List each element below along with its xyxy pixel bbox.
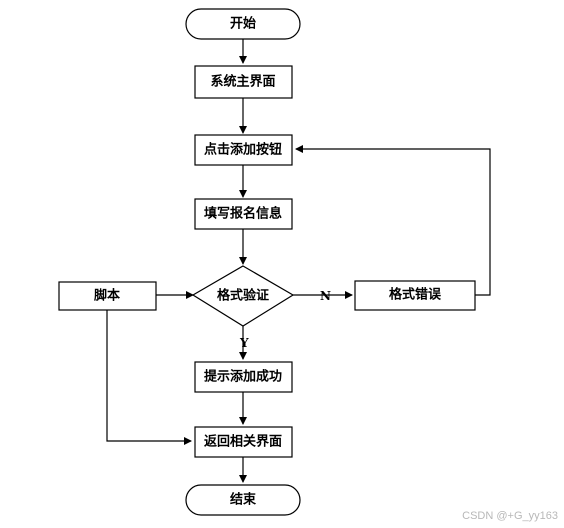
node-format-error-label: 格式错误 xyxy=(389,287,442,303)
node-click-add: 点击添加按钮 xyxy=(194,134,293,166)
edge-label-no: N xyxy=(320,289,331,303)
node-return-ui-label: 返回相关界面 xyxy=(204,434,282,450)
node-script-label: 脚本 xyxy=(94,288,120,304)
node-success: 提示添加成功 xyxy=(194,361,293,393)
node-main-ui-label: 系统主界面 xyxy=(210,74,275,90)
edge-error-loop-back xyxy=(295,145,491,296)
node-fill-info: 填写报名信息 xyxy=(194,198,293,230)
edge-label-yes: Y xyxy=(239,336,249,350)
node-success-label: 提示添加成功 xyxy=(204,369,282,385)
node-click-add-label: 点击添加按钮 xyxy=(204,142,282,158)
node-return-ui: 返回相关界面 xyxy=(194,426,293,458)
node-end: 结束 xyxy=(185,484,301,516)
node-validate: 格式验证 xyxy=(191,265,295,327)
node-script: 脚本 xyxy=(58,281,157,311)
edges xyxy=(106,39,491,483)
node-start: 开始 xyxy=(185,8,301,40)
node-end-label: 结束 xyxy=(230,492,257,508)
node-validate-label: 格式验证 xyxy=(217,288,269,304)
node-start-label: 开始 xyxy=(230,16,256,32)
edge-script-to-return xyxy=(106,310,192,445)
node-fill-info-label: 填写报名信息 xyxy=(204,206,282,222)
node-format-error: 格式错误 xyxy=(354,280,476,311)
watermark: CSDN @+G_yy163 xyxy=(462,510,558,522)
node-main-ui: 系统主界面 xyxy=(194,65,293,99)
